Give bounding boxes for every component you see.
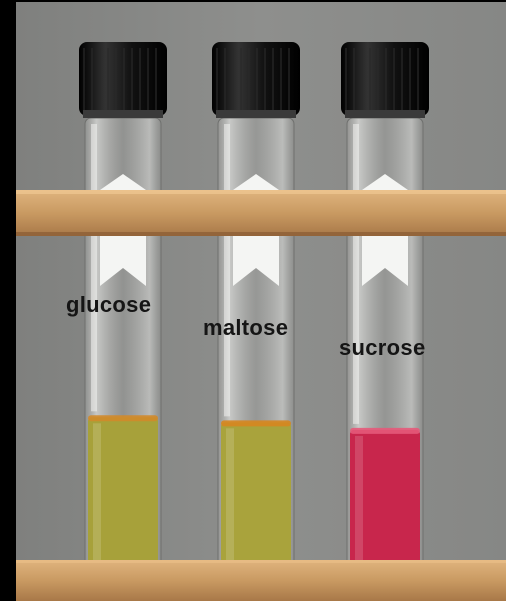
white-tab-top [233, 174, 279, 190]
white-tab-marker [100, 236, 146, 286]
glass-highlight [224, 124, 230, 417]
caps-group [79, 42, 429, 118]
tube-label-maltose: maltose [203, 315, 289, 340]
white-tab-marker [362, 236, 408, 286]
cap-icon [79, 42, 167, 118]
tube-liquid [221, 422, 291, 572]
tube-meniscus [350, 427, 420, 434]
white-tab-marker [233, 236, 279, 286]
cap-icon [212, 42, 300, 118]
liquid-highlight [226, 428, 234, 566]
tube-meniscus [221, 420, 291, 427]
tube-meniscus [88, 415, 158, 422]
glass-highlight [353, 124, 359, 424]
tube-label-sucrose: sucrose [339, 335, 426, 360]
glass-highlight [91, 124, 97, 412]
rack-bottom-rail [16, 560, 506, 601]
holders-group [100, 174, 408, 286]
white-tab-top [362, 174, 408, 190]
tube-liquid [350, 429, 420, 572]
rack-upper-rail [16, 190, 506, 236]
liquid-highlight [355, 435, 363, 566]
tube-label-glucose: glucose [66, 292, 152, 317]
tube-liquid [88, 417, 158, 572]
liquid-highlight [93, 423, 101, 566]
cap-icon [341, 42, 429, 118]
white-tab-top [100, 174, 146, 190]
